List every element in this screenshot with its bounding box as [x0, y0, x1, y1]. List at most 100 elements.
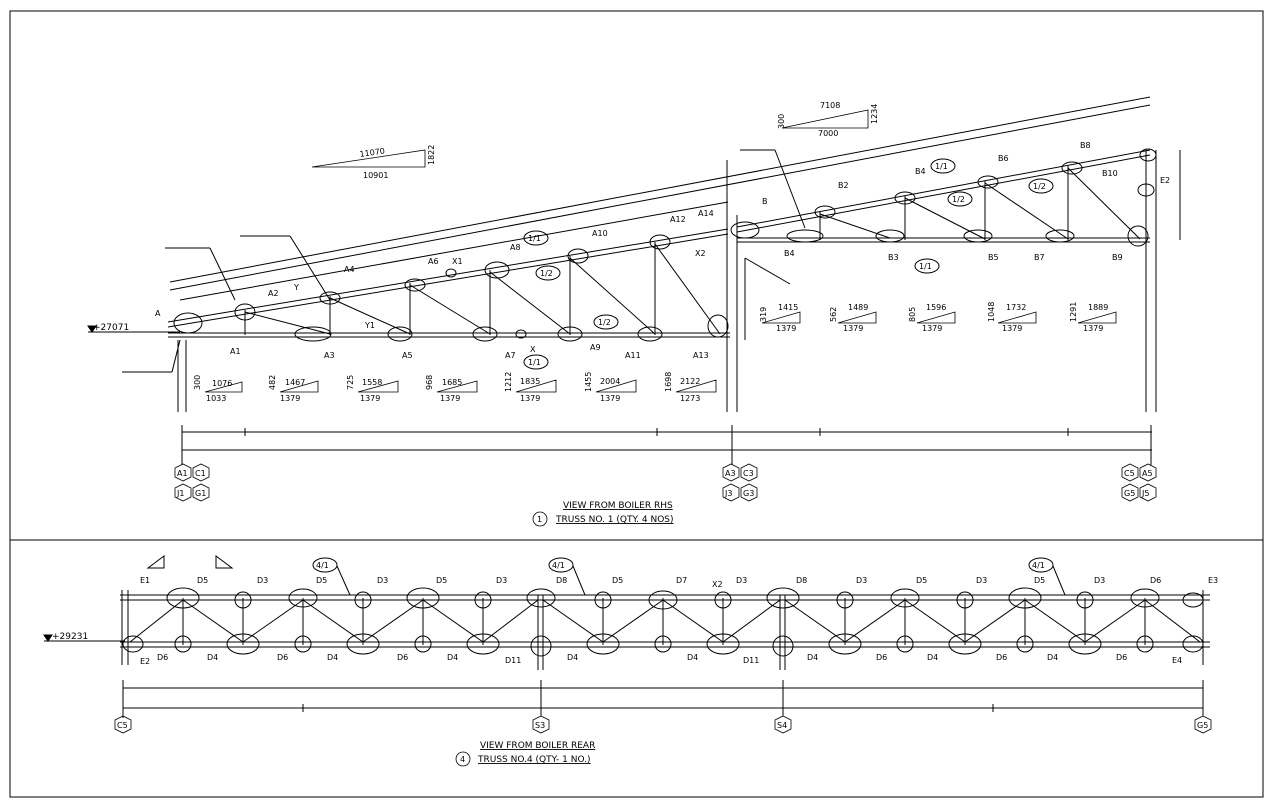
- member-label: B8: [1080, 141, 1091, 150]
- slope-hyp: 1732: [1006, 303, 1026, 312]
- slope-run: 7000: [818, 129, 838, 138]
- member-label: D3: [377, 576, 388, 585]
- slope-run: 1273: [680, 394, 700, 403]
- grid-label: S3: [535, 721, 545, 730]
- view-title: VIEW FROM BOILER REAR: [480, 741, 595, 751]
- slope-run: 1379: [280, 394, 300, 403]
- level-label-bottom: +29231: [52, 632, 88, 642]
- grid-label: C5: [1124, 469, 1135, 478]
- member-label: E1: [140, 576, 150, 585]
- slope-rise: 725: [346, 375, 355, 390]
- member-label: A7: [505, 351, 516, 360]
- member-label: D5: [612, 576, 623, 585]
- level-label-top: +27071: [93, 323, 129, 333]
- member-label: D6: [277, 653, 288, 662]
- slope-rise: 1455: [584, 372, 593, 392]
- member-label: X: [530, 345, 536, 354]
- slope-run: 1379: [360, 394, 380, 403]
- member-label: A: [155, 309, 161, 318]
- grid-labels-bottom: C5 S3 S4 G5: [117, 721, 1208, 730]
- slope-rise: 1048: [987, 302, 996, 322]
- grid-label: C1: [195, 469, 206, 478]
- slope-extra: 300: [777, 114, 786, 129]
- slope-run: 1379: [600, 394, 620, 403]
- member-label: X2: [712, 580, 723, 589]
- member-label: A9: [590, 343, 601, 352]
- member-label: 1/1: [919, 262, 932, 271]
- member-label: D3: [736, 576, 747, 585]
- slope-run: 1379: [1083, 324, 1103, 333]
- member-label: D4: [207, 653, 218, 662]
- member-label: D11: [743, 656, 759, 665]
- slope-hyp: 2122: [680, 377, 700, 386]
- member-label: A6: [428, 257, 439, 266]
- member-label: D6: [157, 653, 168, 662]
- member-label: A1: [230, 347, 241, 356]
- member-label: A14: [698, 209, 714, 218]
- slope-hyp: 1076: [212, 379, 232, 388]
- member-label: D4: [567, 653, 578, 662]
- member-label: D11: [505, 656, 521, 665]
- member-label: D3: [496, 576, 507, 585]
- grid-label: J3: [724, 489, 732, 498]
- truss-4-labels: +29231 E1 D5 D3 D5 D3 D5 D3 D8 D5 D7 X2 …: [52, 561, 1218, 666]
- slope-hyp: 11070: [359, 147, 385, 159]
- member-label: D4: [687, 653, 698, 662]
- member-label: Y: [293, 283, 299, 292]
- view-subtitle: TRUSS NO.4 (QTY- 1 NO.): [477, 755, 591, 765]
- slope-triangles: [204, 109, 1117, 393]
- member-label: D5: [316, 576, 327, 585]
- slope-rise: 805: [908, 307, 917, 322]
- member-label: A3: [324, 351, 335, 360]
- grid-bubbles-top: [174, 455, 1157, 502]
- truss-1-elevation: [87, 96, 1181, 465]
- slope-hyp: 7108: [820, 101, 840, 110]
- member-label: A10: [592, 229, 608, 238]
- member-label: A11: [625, 351, 641, 360]
- member-label: Y1: [364, 321, 375, 330]
- slope-hyp: 1596: [926, 303, 946, 312]
- slope-hyp: 1489: [848, 303, 868, 312]
- member-label: D5: [436, 576, 447, 585]
- grid-label: G3: [743, 489, 754, 498]
- member-label: D4: [807, 653, 818, 662]
- slope-values: 300 1076 1033 482 1467 1379 725 1558 137…: [193, 101, 1108, 403]
- slope-run: 1379: [1002, 324, 1022, 333]
- member-label: E3: [1208, 576, 1218, 585]
- slope-run: 1379: [520, 394, 540, 403]
- slope-rise: 968: [425, 375, 434, 390]
- grid-label: J1: [176, 489, 184, 498]
- member-label: D6: [996, 653, 1007, 662]
- truss-4-elevation: [43, 555, 1210, 718]
- member-label: D4: [1047, 653, 1058, 662]
- slope-rise: 1234: [870, 104, 879, 124]
- slope-rise: 319: [759, 307, 768, 322]
- slope-rise: 1698: [664, 372, 673, 392]
- member-label: B6: [998, 154, 1009, 163]
- slope-run: 1379: [776, 324, 796, 333]
- member-label: 1/2: [598, 318, 611, 327]
- member-label: D8: [796, 576, 807, 585]
- member-label: 1/2: [952, 195, 965, 204]
- member-label: A5: [402, 351, 413, 360]
- grid-label: C3: [743, 469, 754, 478]
- view-title: VIEW FROM BOILER RHS: [563, 501, 673, 511]
- member-label: B2: [838, 181, 849, 190]
- slope-hyp: 1467: [285, 378, 305, 387]
- member-label: B4: [784, 249, 795, 258]
- member-label: A2: [268, 289, 279, 298]
- grid-label: A5: [1142, 469, 1153, 478]
- member-label: 1/1: [935, 162, 948, 171]
- member-label: E4: [1172, 656, 1182, 665]
- member-label: B7: [1034, 253, 1045, 262]
- view-number: 1: [537, 515, 542, 524]
- member-label: D5: [1034, 576, 1045, 585]
- grid-label: G5: [1197, 721, 1208, 730]
- grid-label: J5: [1141, 489, 1149, 498]
- slope-rise: 1212: [504, 372, 513, 392]
- member-label: D4: [327, 653, 338, 662]
- member-label: 1/1: [528, 358, 541, 367]
- slope-run: 1379: [843, 324, 863, 333]
- slope-hyp: 1889: [1088, 303, 1108, 312]
